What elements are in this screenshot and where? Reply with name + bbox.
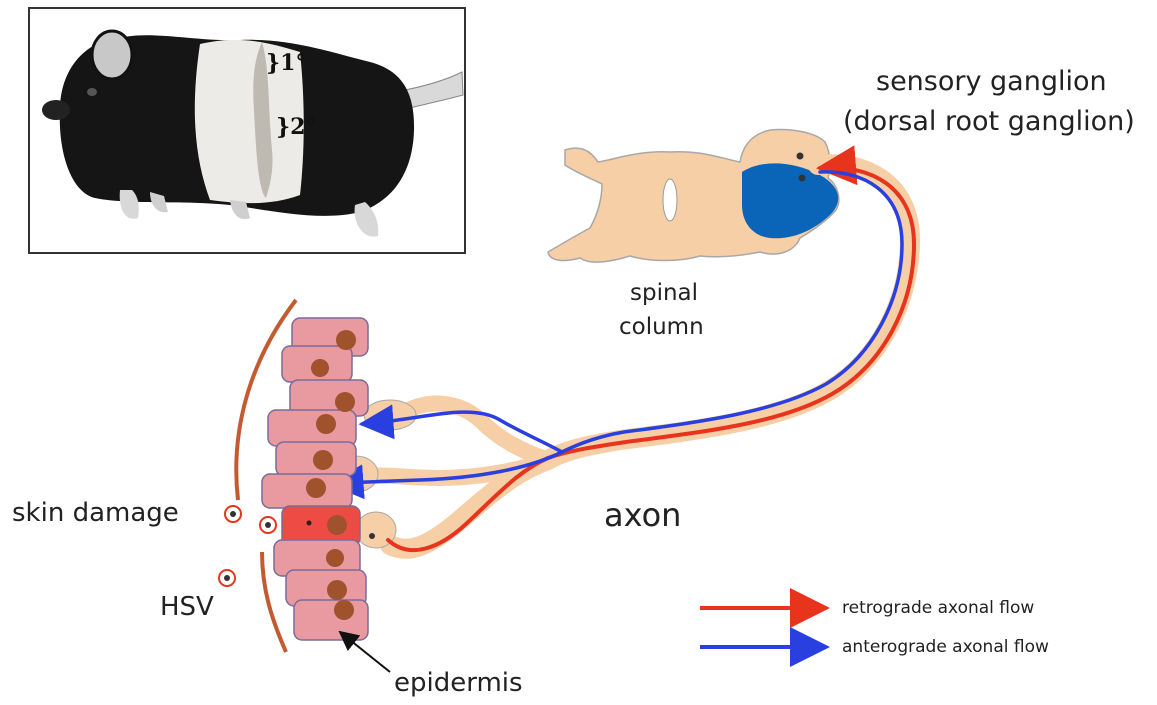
label-dorsal-root-ganglion: (dorsal root ganglion) [843, 106, 1135, 137]
legend-retrograde-label: retrograde axonal flow [842, 598, 1034, 618]
label-skin-damage: skin damage [12, 498, 179, 528]
secondary-lesion-label: }2° [276, 114, 316, 140]
label-spinal: spinal [630, 280, 698, 306]
label-column: column [619, 314, 704, 340]
label-hsv: HSV [160, 592, 214, 622]
epidermis-cells [236, 300, 368, 652]
hsv-particles [219, 506, 276, 586]
label-epidermis: epidermis [394, 668, 523, 698]
label-axon: axon [604, 496, 681, 534]
primary-lesion-label: }1° [266, 50, 306, 76]
mouse-photo: }1° }2° [29, 8, 465, 253]
label-sensory-ganglion: sensory ganglion [876, 66, 1107, 97]
legend-anterograde-label: anterograde axonal flow [842, 637, 1049, 657]
spinal-column [548, 130, 839, 263]
